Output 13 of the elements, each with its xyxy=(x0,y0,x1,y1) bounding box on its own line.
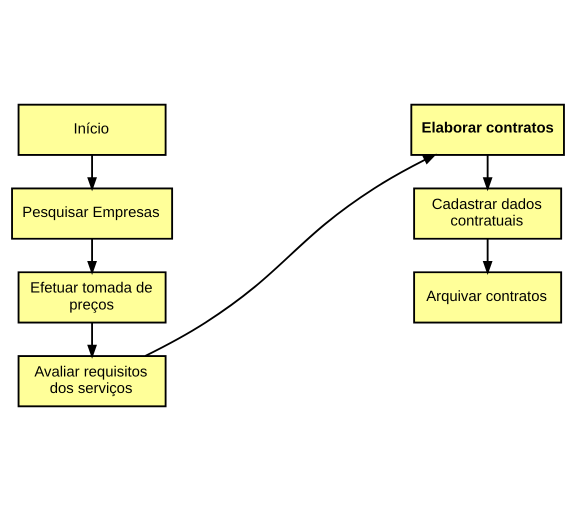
node-box: Início xyxy=(18,103,167,156)
arrow xyxy=(87,154,97,191)
arrow xyxy=(144,153,437,356)
node-box: Efetuar tomada de preços xyxy=(18,270,167,323)
arrow xyxy=(482,154,493,191)
arrow xyxy=(482,238,493,274)
arrow xyxy=(87,238,97,274)
arrow xyxy=(87,322,97,358)
node-box: Elaborar contratos xyxy=(410,103,565,156)
node-box: Pesquisar Empresas xyxy=(11,187,174,240)
node-box: Cadastrar dados contratuais xyxy=(413,187,562,240)
node-box: Avaliar requisitos dos serviços xyxy=(18,354,167,407)
node-box: Arquivar contratos xyxy=(413,270,562,323)
